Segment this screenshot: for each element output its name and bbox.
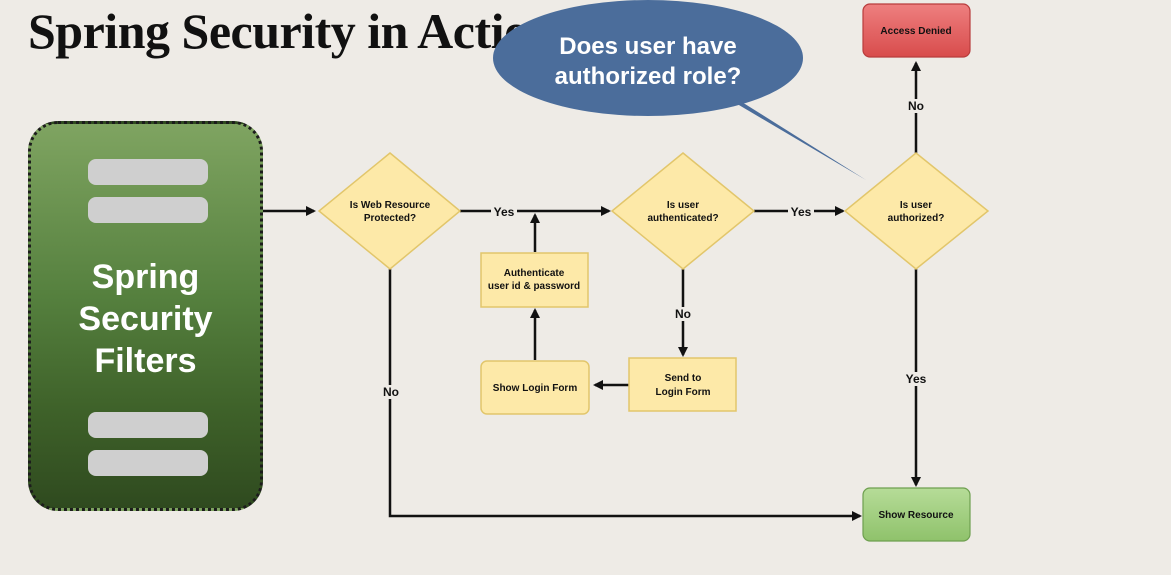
edge-label-authenticated-no: No	[675, 307, 691, 321]
decision-text: Is user	[900, 200, 932, 211]
process-text: Login Form	[656, 387, 711, 398]
decision-text: authenticated?	[647, 213, 718, 224]
filter-bar	[88, 197, 208, 223]
edge-label-authorized-no: No	[908, 99, 924, 113]
terminal-text: Show Resource	[878, 510, 953, 521]
edge-label-authorized-yes: Yes	[906, 372, 927, 386]
spring-security-filters-panel: Spring Security Filters	[28, 121, 263, 511]
filter-bar	[88, 159, 208, 185]
filters-label: Spring Security Filters	[31, 256, 260, 382]
filter-bar	[88, 450, 208, 476]
edge-protected-no	[388, 269, 862, 521]
decision-text: Protected?	[364, 213, 416, 224]
filters-label-line: Spring	[91, 258, 200, 296]
edge-label-protected-yes: Yes	[494, 205, 515, 219]
process-text: user id & password	[488, 281, 580, 292]
decision-text: Is user	[667, 200, 699, 211]
decision-text: Is Web Resource	[350, 200, 431, 211]
callout-text: authorized role?	[555, 63, 742, 90]
edge-label-authenticated-yes: Yes	[791, 205, 812, 219]
terminal-access-denied: Access Denied	[862, 3, 971, 58]
callout-bubble: Does user have authorized role?	[493, 0, 866, 180]
terminal-text: Access Denied	[880, 26, 951, 37]
terminal-show-resource: Show Resource	[862, 487, 971, 542]
callout-text: Does user have	[559, 33, 736, 60]
filters-label-line: Security	[78, 300, 213, 338]
process-text: Show Login Form	[493, 383, 578, 394]
decision-is-user-authorized: Is user authorized?	[843, 152, 990, 270]
callout-ellipse	[493, 0, 803, 116]
edges	[263, 61, 921, 521]
slide-title: Spring Security in Action	[28, 3, 556, 59]
process-authenticate-user: Authenticate user id & password	[480, 252, 589, 308]
decision-text: authorized?	[888, 213, 945, 224]
process-send-to-login-form: Send to Login Form	[628, 357, 737, 412]
filter-bar	[88, 412, 208, 438]
process-show-login-form: Show Login Form	[480, 360, 590, 415]
process-text: Send to	[665, 373, 702, 384]
edge-labels: Yes Yes No No Yes No	[380, 99, 929, 399]
edge-label-protected-no: No	[383, 385, 399, 399]
decision-is-web-resource-protected: Is Web Resource Protected?	[317, 152, 462, 270]
process-text: Authenticate	[504, 268, 565, 279]
decision-is-user-authenticated: Is user authenticated?	[610, 152, 756, 270]
filters-label-line: Filters	[94, 342, 197, 380]
